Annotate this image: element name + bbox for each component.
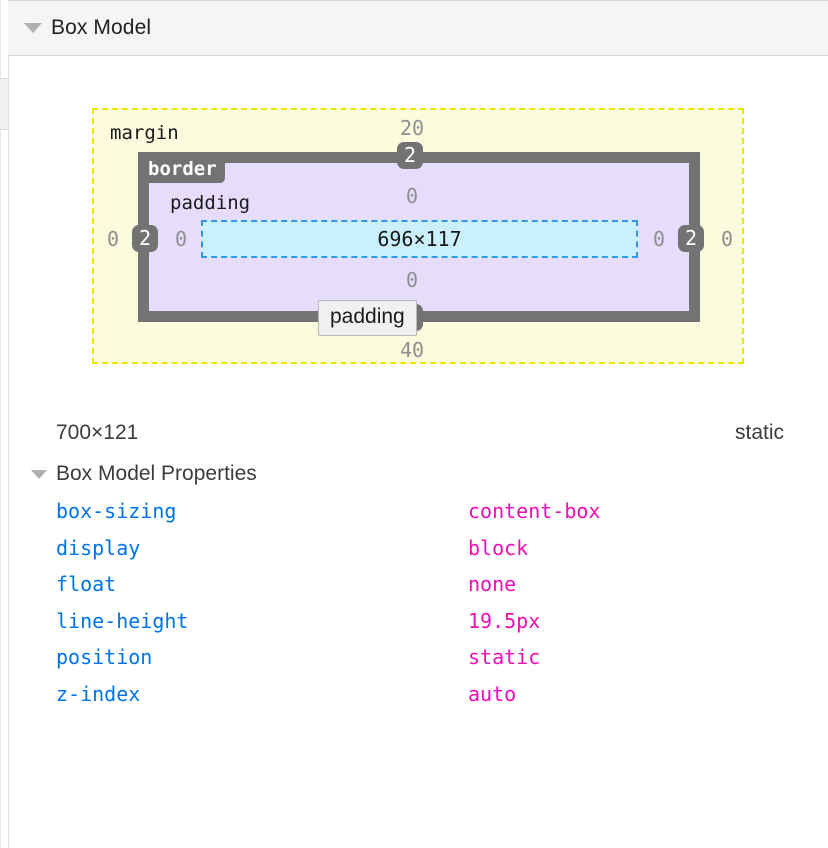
box-model-properties-list: box-sizing content-box display block flo… [56,499,756,718]
content-box-region[interactable]: 696×117 [201,220,638,258]
property-name[interactable]: float [56,572,117,596]
table-row[interactable]: box-sizing content-box [56,499,756,536]
padding-top-value[interactable]: 0 [405,184,419,208]
padding-label: padding [170,192,251,214]
border-right-value[interactable]: 2 [678,225,705,252]
sidebar-tab-handle[interactable] [0,78,8,130]
property-name[interactable]: position [56,645,153,669]
property-name[interactable]: display [56,535,141,560]
element-summary-row: 700×121 static [56,421,784,445]
padding-bottom-value[interactable]: 0 [405,268,419,292]
table-row[interactable]: float none [56,572,756,609]
property-name[interactable]: box-sizing [56,499,177,523]
element-position-label: static [734,421,784,444]
property-value[interactable]: content-box [468,499,601,523]
property-value[interactable]: auto [468,681,517,706]
box-model-header[interactable]: Box Model [8,1,828,56]
property-value[interactable]: static [468,645,541,669]
table-row[interactable]: z-index auto [56,682,756,719]
margin-bottom-value[interactable]: 40 [399,338,425,362]
box-model-diagram[interactable]: margin border padding 696×117 20 2 0 0 2… [92,108,744,364]
page-title: Box Model [51,16,152,39]
property-value[interactable]: 19.5px [468,608,541,633]
table-row[interactable]: line-height 19.5px [56,609,756,646]
region-tooltip: padding [318,300,417,337]
property-name[interactable]: line-height [56,608,189,633]
box-model-properties-title: Box Model Properties [56,462,257,485]
panel-left-rule [8,56,9,848]
margin-left-value[interactable]: 0 [106,227,120,251]
box-model-properties-header[interactable]: Box Model Properties [31,462,257,486]
property-name[interactable]: z-index [56,681,141,706]
property-value[interactable]: none [468,572,517,596]
chevron-down-icon[interactable] [24,23,42,33]
border-left-value[interactable]: 2 [132,225,159,252]
element-size-label: 700×121 [56,421,139,444]
chevron-down-icon[interactable] [31,469,47,479]
panel-top-rule [8,0,828,1]
content-size-label: 696×117 [377,227,462,251]
border-label: border [140,158,225,183]
margin-top-value[interactable]: 20 [399,116,425,140]
margin-label: margin [110,122,179,144]
border-top-value[interactable]: 2 [397,142,424,169]
margin-right-value[interactable]: 0 [720,227,734,251]
property-value[interactable]: block [468,535,529,560]
table-row[interactable]: display block [56,536,756,573]
padding-left-value[interactable]: 0 [174,227,188,251]
table-row[interactable]: position static [56,645,756,682]
panel-left-edge [0,0,1,848]
padding-right-value[interactable]: 0 [652,227,666,251]
